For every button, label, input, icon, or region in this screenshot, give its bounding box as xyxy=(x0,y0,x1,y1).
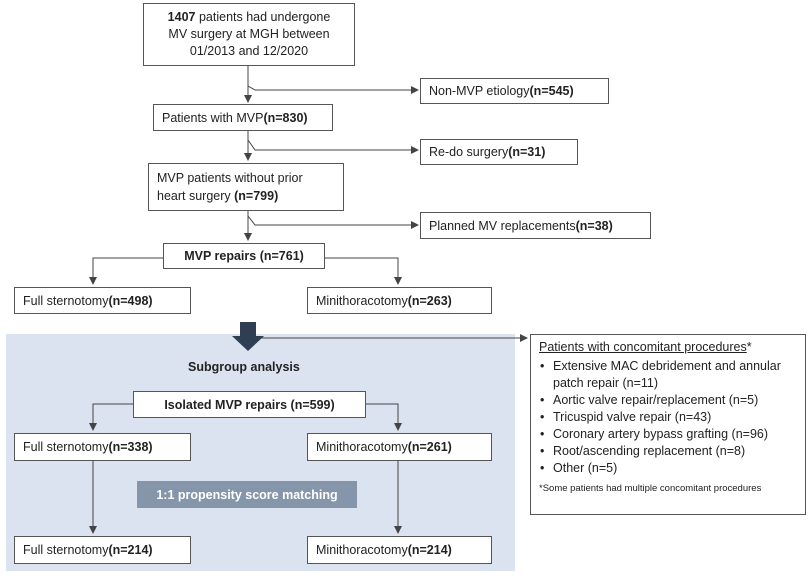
full-sternotomy-match-box: Full sternotomy (n=214) xyxy=(14,536,191,564)
list-item: Extensive MAC debridement and annular pa… xyxy=(540,358,789,392)
minithoracotomy-iso-box: Minithoracotomy (n=261) xyxy=(307,433,492,461)
non-mvp-box: Non-MVP etiology (n=545) xyxy=(420,78,609,104)
concomitant-footnote: *Some patients had multiple concomitant … xyxy=(539,483,762,494)
list-item: Coronary artery bypass grafting (n=96) xyxy=(540,426,797,443)
redo-box: Re-do surgery (n=31) xyxy=(420,139,578,165)
mvp-box: Patients with MVP (n=830) xyxy=(153,104,333,131)
arrow-to-minithoracotomy xyxy=(325,257,402,285)
list-item: Root/ascending replacement (n=8) xyxy=(540,443,797,460)
arrow-to-redo xyxy=(247,139,419,154)
minithoracotomy-box: Minithoracotomy (n=263) xyxy=(307,287,492,314)
big-down-arrow xyxy=(232,322,264,351)
minithoracotomy-match-box: Minithoracotomy (n=214) xyxy=(307,536,492,564)
arrow-to-planned xyxy=(247,215,419,229)
full-sternotomy-iso-box: Full sternotomy (n=338) xyxy=(14,433,191,461)
arrow-to-full-sternotomy-iso xyxy=(89,403,133,431)
subgroup-title: Subgroup analysis xyxy=(188,360,300,374)
concomitant-list: Extensive MAC debridement and annular pa… xyxy=(539,358,797,477)
concomitant-procedures-box: Patients with concomitant procedures* Ex… xyxy=(530,334,806,515)
isolated-repairs-box: Isolated MVP repairs (n=599) xyxy=(133,391,366,418)
arrow-to-non-mvp xyxy=(247,85,419,94)
initial-cohort-box: 1407 patients had undergone MV surgery a… xyxy=(143,3,355,66)
concomitant-header: Patients with concomitant procedures xyxy=(539,340,747,354)
list-item: Other (n=5) xyxy=(540,460,797,477)
list-item: Tricuspid valve repair (n=43) xyxy=(540,409,797,426)
no-prior-surgery-box: MVP patients without prior heart surgery… xyxy=(148,163,344,211)
propensity-matching-label: 1:1 propensity score matching xyxy=(137,481,357,508)
arrow-to-minithoracotomy-iso xyxy=(366,403,402,431)
planned-replacement-box: Planned MV replacements (n=38) xyxy=(420,212,651,239)
mvp-repairs-box: MVP repairs (n=761) xyxy=(163,243,325,269)
arrow-to-full-sternotomy xyxy=(89,257,163,285)
list-item: Aortic valve repair/replacement (n=5) xyxy=(540,392,797,409)
full-sternotomy-box: Full sternotomy (n=498) xyxy=(14,287,191,314)
